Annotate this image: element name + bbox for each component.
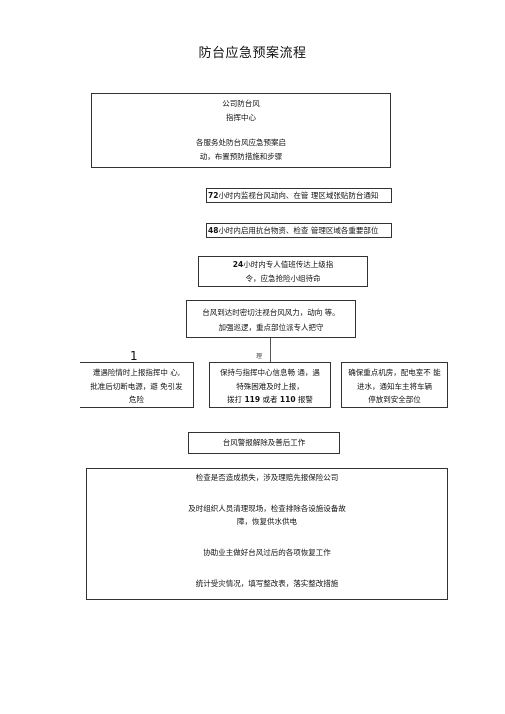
box1-line1: 公司防台风	[222, 99, 260, 108]
box8-line1: 确保重点机房，配电室不 能	[348, 368, 441, 377]
typhoon-arrival-box: 台风到达时密切注视台风风力，动向 等。 加强巡逻，重点部位派专人把守	[186, 300, 356, 338]
box7-line2: 特殊困难及时上报，	[236, 381, 304, 391]
connector-line	[270, 338, 271, 362]
warning-lifted-box: 台风警报解除及善后工作	[188, 432, 340, 454]
box6-line2: 批准后切断电源，避 免引发	[90, 381, 183, 391]
box10-line4: 协助业主做好台风过后的各项恢复工作	[203, 548, 331, 557]
box4-num: 24	[232, 260, 244, 269]
box7-line3-c: 报警	[295, 395, 313, 404]
box7-line1: 保持与指挥中心信息畅 通，遇	[220, 368, 320, 377]
box7-num2: 110	[279, 395, 296, 404]
box6-line3: 危险	[129, 395, 144, 404]
page-title: 防台应急预案流程	[198, 46, 307, 61]
box3-text: 小时内启用抗台物资、检查 管理区域各重要部位	[218, 226, 379, 235]
box7-line3-b: 或者	[260, 395, 280, 404]
mark-one: 1	[130, 349, 138, 363]
box1-line3: 各服务处防台风应急预案启	[196, 137, 286, 147]
72-hour-box: 72小时内监视台风动向、在管 理区域张贴防台通知	[206, 188, 392, 203]
command-center-box: 公司防台风 指挥中心 各服务处防台风应急预案启 动，布置预防措施和步骤	[91, 93, 391, 168]
box9-text: 台风警报解除及善后工作	[222, 438, 306, 447]
24-hour-box: 24小时内专人值班传达上级指 令，应急抢险小组待命	[198, 256, 368, 287]
48-hour-box: 48小时内启用抗台物资、检查 管理区域各重要部位	[206, 223, 392, 238]
box1-line4: 动，布置预防措施和步骤	[199, 151, 283, 161]
box7-num1: 119	[244, 395, 261, 404]
box2-num: 72	[208, 191, 219, 200]
box2-text: 小时内监视台风动向、在管 理区域张贴防台通知	[218, 191, 379, 200]
box8-line3: 停放到安全部位	[368, 395, 421, 404]
report-danger-box: 遭遇险情时上报指挥中 心, 批准后切断电源，避 免引发 危险	[80, 362, 194, 408]
box1-line2: 指挥中心	[226, 113, 256, 123]
protect-facilities-box: 确保重点机房，配电室不 能 进水，通知车主将车辆 停放到安全部位	[341, 362, 448, 408]
box7-line3-a: 拨打	[227, 395, 245, 404]
box4-line2: 令，应急抢险小组待命	[245, 274, 321, 283]
box5-line2: 加强巡逻，重点部位派专人把守	[218, 323, 324, 332]
box10-line3: 障，恢复供水供电	[237, 517, 297, 526]
box4-line1: 小时内专人值班传达上级指	[243, 260, 334, 269]
box10-line2: 及时组织人员清理现场，检查排除各设施设备故	[188, 504, 346, 513]
box10-line5: 统计受灾情况，填写整改表，落实整改措施	[195, 579, 339, 588]
box5-line1: 台风到达时密切注视台风风力，动向 等。	[202, 308, 340, 317]
mark-li: 理	[256, 353, 263, 360]
keep-contact-box: 保持与指挥中心信息畅 通，遇 特殊困难及时上报， 拨打 119 或者 110 报…	[209, 362, 331, 408]
aftermath-box: 检查是否造成损失，涉及理赔先报保险公司 及时组织人员清理现场，检查排除各设施设备…	[86, 468, 448, 600]
box8-line2: 进水，通知车主将车辆	[357, 381, 432, 391]
box6-line1: 遭遇险情时上报指挥中 心,	[92, 368, 181, 377]
box10-line1: 检查是否造成损失，涉及理赔先报保险公司	[195, 473, 339, 482]
box3-num: 48	[208, 226, 219, 235]
